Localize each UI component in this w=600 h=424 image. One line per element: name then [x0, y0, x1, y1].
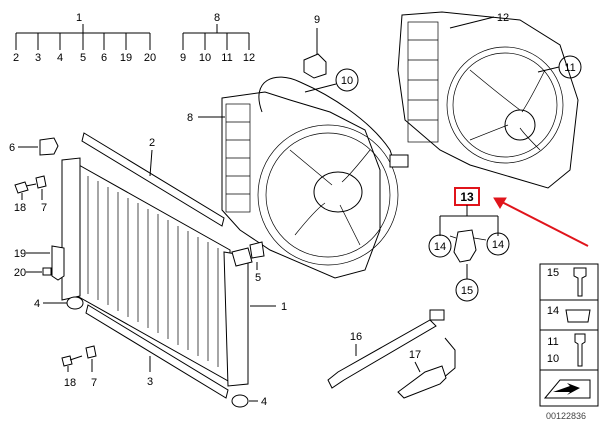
bolt-part-20: 20: [14, 267, 52, 279]
fastener-legend: 15 14 11 10: [539, 263, 599, 407]
callout-12-label: 12: [497, 12, 509, 24]
callout-17: 17: [409, 349, 421, 361]
group-8-item: 9: [180, 52, 186, 64]
callout-1: 1: [250, 301, 287, 313]
callout-18b: 18: [64, 377, 76, 389]
bracket-part-19: 19: [14, 245, 65, 281]
group-1-index: 1 2 3 4 5 6 19 20: [13, 12, 156, 64]
callout-4a: 4: [34, 298, 40, 310]
group-1-item: 3: [35, 52, 41, 64]
group-1-item: 4: [57, 52, 63, 64]
group-8-item: 11: [221, 52, 232, 64]
radiator: [61, 132, 253, 399]
legend-row-2: 14: [547, 305, 559, 317]
callout-14b: 14: [492, 239, 504, 251]
callout-6-label: 6: [9, 142, 15, 154]
mount-part-4-lower: 4: [231, 394, 267, 408]
callout-9: 9: [314, 14, 320, 26]
group-8-item: 10: [199, 52, 211, 64]
fan-shroud-front: [221, 76, 409, 279]
group-8-index: 8 9 10 11 12: [180, 12, 255, 64]
callout-10-label: 10: [341, 75, 353, 87]
callout-18a: 18: [14, 202, 26, 214]
callout-15: 15: [461, 285, 473, 297]
callout-2: 2: [149, 137, 155, 177]
screw-group-lower: 18 7: [61, 345, 97, 389]
group-1-item: 5: [80, 52, 86, 64]
group-8-head: 8: [214, 12, 220, 24]
mount-part-5: 5: [249, 241, 265, 284]
red-pointer-arrow-icon: [493, 197, 589, 247]
callout-2-label: 2: [149, 137, 155, 149]
clip-part-17: 17: [397, 337, 456, 399]
callout-8-label: 8: [187, 112, 193, 124]
callout-4b: 4: [261, 396, 267, 408]
fan-shroud-rear: [397, 11, 579, 189]
group-1-item: 20: [144, 52, 156, 64]
callout-7b: 7: [91, 377, 97, 389]
callout-12: 12: [449, 12, 509, 29]
group-1-item: 6: [101, 52, 107, 64]
bolt-icon: [574, 333, 586, 367]
callout-3: 3: [147, 376, 153, 388]
clip-part-6: 6: [9, 137, 59, 156]
callout-14a: 14: [434, 241, 446, 253]
cable-tie-part-16: 16: [327, 309, 445, 389]
callout-5: 5: [255, 272, 261, 284]
callout-13: 13: [460, 190, 474, 204]
connector-part-9: 9: [303, 14, 327, 79]
callout-11: 11: [537, 55, 582, 79]
group-1-item: 2: [13, 52, 19, 64]
screw-icon: [573, 267, 587, 297]
callout-11-label: 11: [564, 62, 575, 74]
strip-part-3: 3: [147, 356, 153, 388]
screw-group-upper: 18 7: [14, 175, 47, 214]
callout-1-label: 1: [281, 301, 287, 313]
legend-row-3b: 10: [547, 353, 559, 365]
part-13-group: 13 14 14 15: [428, 187, 510, 302]
group-1-item: 19: [120, 52, 132, 64]
group-8-item: 12: [243, 52, 255, 64]
legend-row-1: 15: [547, 267, 559, 279]
clip-nut-icon: [565, 309, 591, 323]
legend-row-3a: 11: [547, 336, 558, 348]
group-1-head: 1: [76, 12, 82, 24]
callout-16: 16: [350, 331, 362, 343]
document-number: 00122836: [546, 411, 586, 421]
mount-part-4-upper: 4: [34, 296, 84, 310]
callout-8: 8: [187, 112, 225, 124]
callout-7a: 7: [41, 202, 47, 214]
callout-20: 20: [14, 267, 26, 279]
callout-19: 19: [14, 248, 26, 260]
callout-10: 10: [304, 68, 359, 93]
